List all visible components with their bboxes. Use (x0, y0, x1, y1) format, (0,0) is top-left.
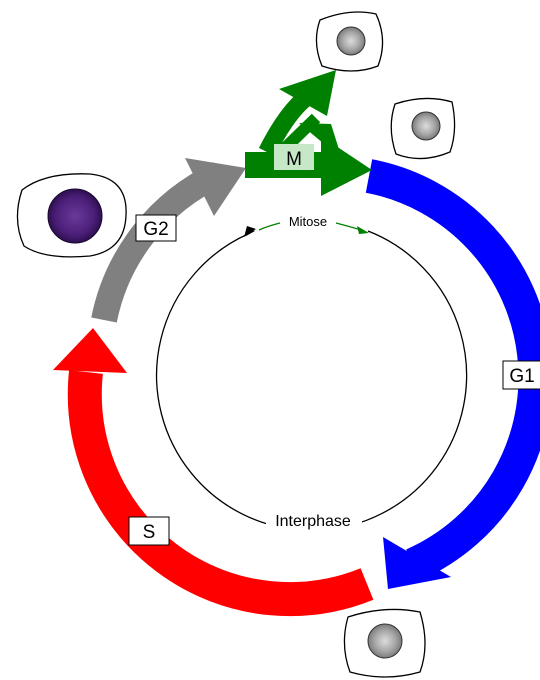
cell-bottom (343, 608, 426, 678)
cell-right (390, 97, 456, 160)
interphase-label: Interphase (275, 513, 351, 530)
cell-large-dark (16, 173, 127, 258)
nucleus-icon (411, 111, 441, 141)
g2-label: G2 (135, 214, 177, 242)
nucleus-icon (367, 623, 403, 659)
s-label: S (128, 516, 170, 546)
mitose-label: Mitose (289, 214, 327, 229)
g2-label-text: G2 (143, 219, 168, 240)
nucleus-icon (47, 188, 103, 244)
s-label-text: S (143, 522, 156, 543)
m-arc (245, 70, 372, 196)
cell-top (315, 11, 384, 72)
m-label: M (286, 149, 302, 170)
g1-label: G1 (502, 360, 540, 390)
m-label-text: M (286, 149, 302, 170)
inner-cycle (155, 222, 468, 531)
g1-arc (365, 159, 540, 589)
s-arc (53, 328, 374, 617)
g1-label-text: G1 (509, 366, 534, 387)
nucleus-icon (336, 26, 366, 56)
